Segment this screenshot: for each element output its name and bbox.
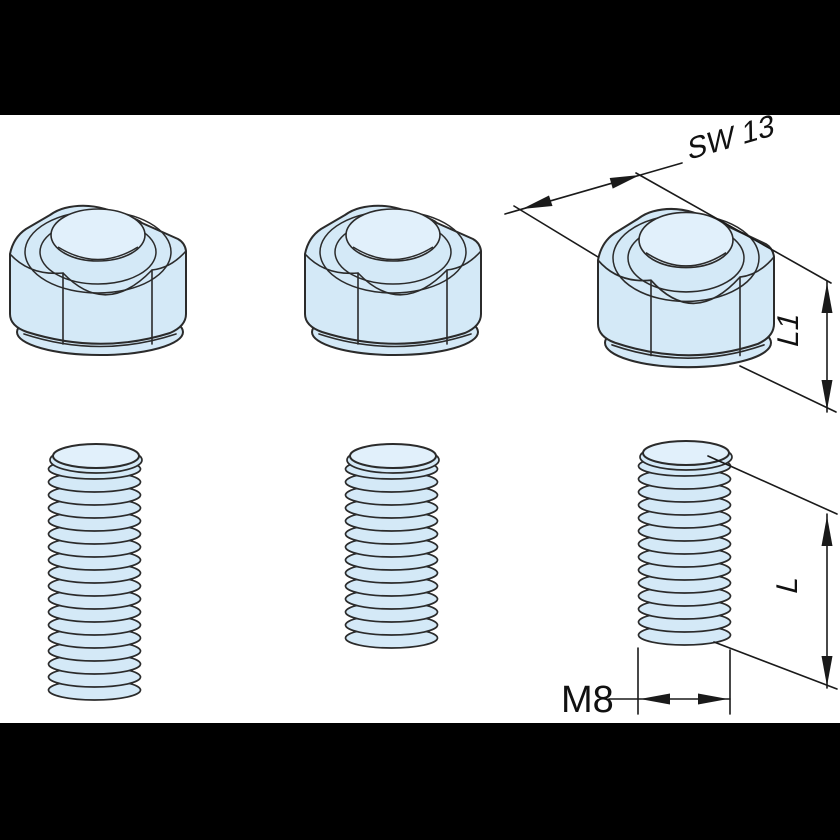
extension-line	[707, 455, 838, 515]
threaded-stud-3	[637, 440, 733, 646]
arrowhead	[821, 380, 833, 410]
arrowhead	[522, 195, 553, 209]
thread-ridges	[47, 458, 142, 701]
stud-top-face	[346, 443, 440, 474]
arrowhead	[640, 693, 670, 705]
stud-top-face	[49, 443, 143, 474]
stud-top-face	[639, 440, 733, 471]
threaded-stud-1	[47, 443, 143, 701]
arrowhead	[821, 656, 833, 686]
arrowhead	[609, 175, 640, 189]
extension-line	[713, 641, 838, 690]
thread-ridges	[637, 455, 732, 646]
thread-ridges	[344, 458, 439, 649]
thread-size-label: M8	[561, 679, 614, 721]
m8-dimension: M8	[561, 647, 731, 721]
threaded-stud-2	[344, 443, 440, 649]
letterbox-top	[0, 0, 840, 115]
letterbox-bottom	[0, 723, 840, 840]
extension-line	[513, 205, 599, 258]
extension-line	[635, 172, 832, 284]
arrowhead	[821, 516, 833, 546]
extension-line	[739, 365, 837, 413]
extension-line	[637, 647, 731, 715]
arrowhead	[821, 283, 833, 313]
arrowhead	[698, 693, 728, 705]
